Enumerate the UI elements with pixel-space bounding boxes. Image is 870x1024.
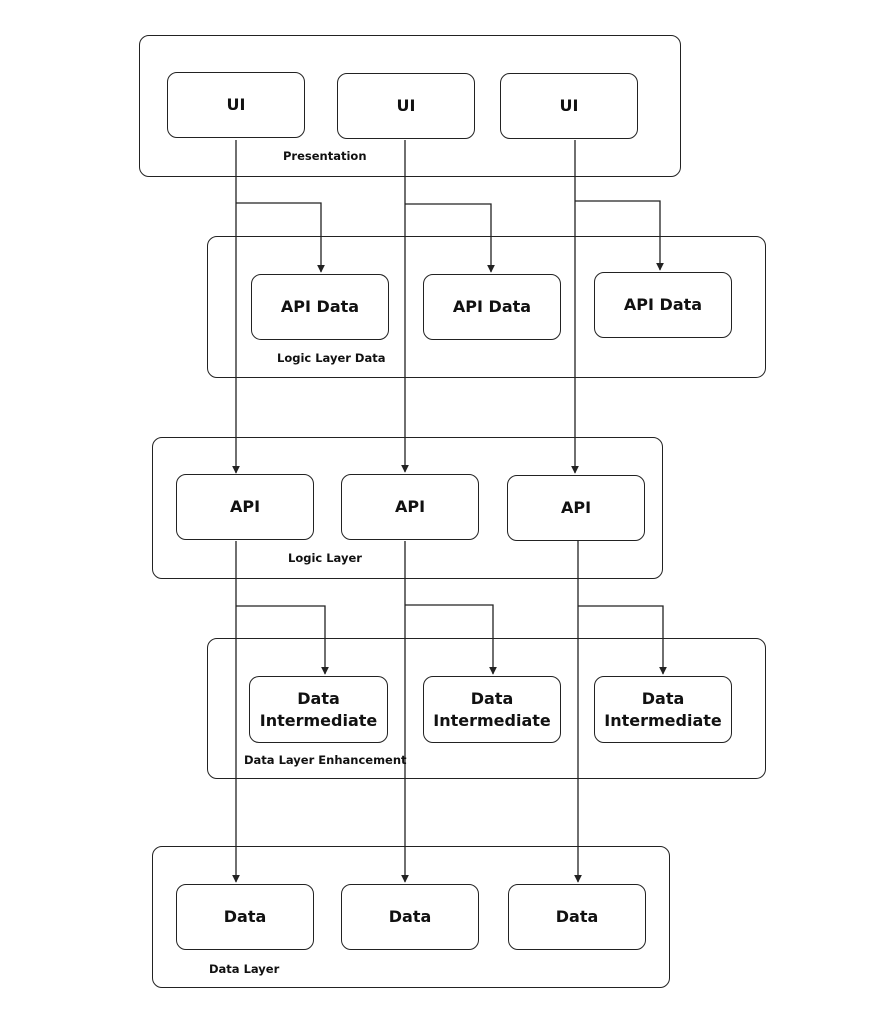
data-node-1: Data — [176, 884, 314, 950]
ui-node-3: UI — [500, 73, 638, 139]
api-data-node-2: API Data — [423, 274, 561, 340]
api-node-3: API — [507, 475, 645, 541]
api-data-node-3: API Data — [594, 272, 732, 338]
ui-node-2: UI — [337, 73, 475, 139]
logic-layer-data-label: Logic Layer Data — [277, 351, 386, 365]
data-intermediate-node-1: Data Intermediate — [249, 676, 388, 743]
logic-layer-label: Logic Layer — [288, 551, 362, 565]
data-node-3: Data — [508, 884, 646, 950]
api-node-1: API — [176, 474, 314, 540]
api-node-2: API — [341, 474, 479, 540]
ui-node-1: UI — [167, 72, 305, 138]
data-intermediate-node-2: Data Intermediate — [423, 676, 561, 743]
data-layer-enhancement-label: Data Layer Enhancement — [244, 753, 407, 767]
api-data-node-1: API Data — [251, 274, 389, 340]
data-node-2: Data — [341, 884, 479, 950]
presentation-label: Presentation — [283, 149, 367, 163]
data-layer-label: Data Layer — [209, 962, 280, 976]
data-intermediate-node-3: Data Intermediate — [594, 676, 732, 743]
